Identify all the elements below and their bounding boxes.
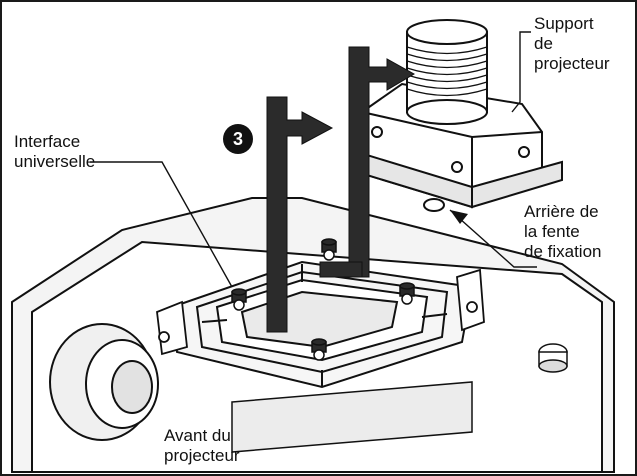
label-arriere-fente: Arrière de la fente de fixation <box>524 202 602 261</box>
projector-lens <box>49 323 159 441</box>
label-interface-universelle: Interface universelle <box>14 132 96 171</box>
projector-support-mount <box>355 19 563 212</box>
leader-lines <box>90 31 537 288</box>
adjuster-foot <box>538 343 568 373</box>
mount-screws <box>231 238 415 361</box>
step-badge <box>223 124 253 154</box>
label-avant-projecteur: Avant du projecteur <box>164 426 240 465</box>
label-support-projecteur: Support de projecteur <box>534 14 610 73</box>
step-number: 3 <box>233 129 243 149</box>
leader-arrowhead <box>450 210 468 224</box>
side-clamps <box>156 268 485 356</box>
movement-arrows <box>266 46 416 333</box>
